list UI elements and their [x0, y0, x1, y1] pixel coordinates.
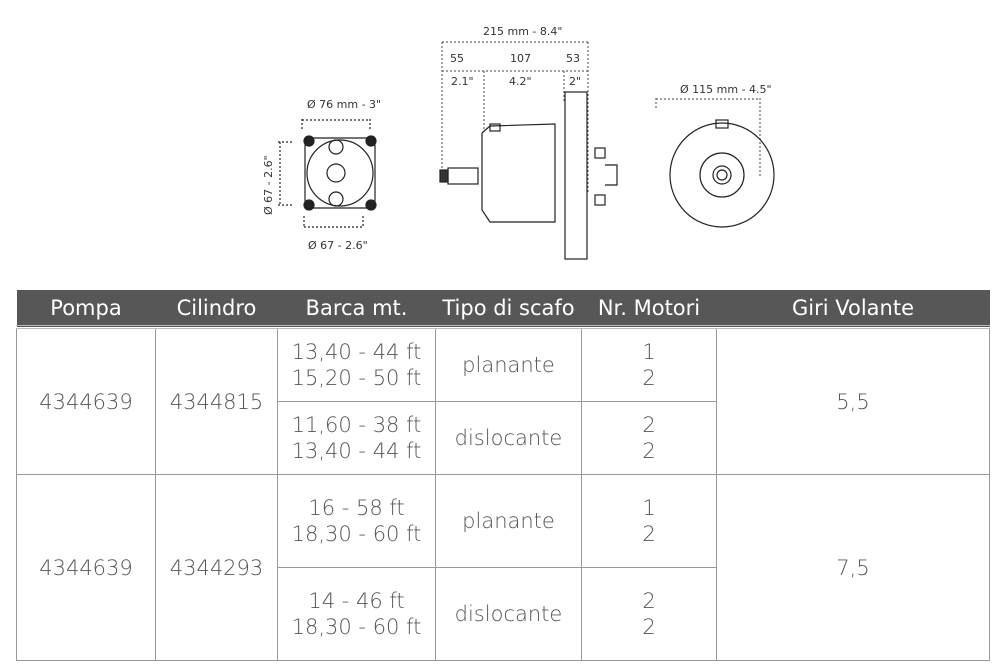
barca-value: 15,20 - 50 ft	[291, 366, 422, 390]
header-cilindro: Cilindro	[155, 290, 278, 329]
cilindro-cell: 4344293	[155, 474, 278, 661]
seg-in-1: 2.1"	[451, 75, 474, 88]
barca-value: 11,60 - 38 ft	[291, 413, 422, 437]
rear-diameter-label: Ø 115 mm - 4.5"	[680, 83, 772, 96]
tipo-cell: dislocante	[435, 401, 582, 475]
pompa-cell: 4344639	[16, 474, 156, 661]
header-pompa: Pompa	[16, 290, 156, 329]
motori-value: 1	[642, 496, 656, 520]
motori-value: 2	[642, 589, 656, 613]
rear-view	[655, 98, 775, 228]
header-motori: Nr. Motori	[581, 290, 717, 329]
motori-value: 2	[642, 522, 656, 546]
seg-mm-1: 55	[450, 52, 464, 65]
barca-value: 18,30 - 60 ft	[291, 615, 422, 639]
header-giri: Giri Volante	[716, 290, 990, 329]
giri-cell: 7,5	[716, 474, 990, 661]
seg-in-3: 2"	[569, 75, 581, 88]
seg-in-2: 4.2"	[509, 75, 532, 88]
front-width-label: Ø 76 mm - 3"	[307, 98, 381, 111]
specs-table: Pompa Cilindro Barca mt. Tipo di scafo N…	[16, 290, 990, 661]
barca-value: 14 - 46 ft	[308, 589, 405, 613]
barca-value: 13,40 - 44 ft	[291, 439, 422, 463]
motori-value: 1	[642, 340, 656, 364]
barca-value: 16 - 58 ft	[308, 496, 405, 520]
total-length-label: 215 mm - 8.4"	[483, 25, 562, 38]
seg-mm-2: 107	[510, 52, 531, 65]
cilindro-cell: 4344815	[155, 326, 278, 475]
barca-value: 13,40 - 44 ft	[291, 340, 422, 364]
front-bottom-label: Ø 67 - 2.6"	[308, 239, 368, 252]
side-view	[439, 41, 618, 260]
front-view	[278, 119, 377, 228]
tipo-cell: dislocante	[435, 567, 582, 661]
header-barca: Barca mt.	[277, 290, 436, 329]
giri-cell: 5,5	[716, 326, 990, 475]
tipo-cell: planante	[435, 474, 582, 568]
motori-value: 2	[642, 413, 656, 437]
header-tipo: Tipo di scafo	[435, 290, 582, 329]
motori-value: 2	[642, 439, 656, 463]
motori-value: 2	[642, 366, 656, 390]
tipo-cell: planante	[435, 326, 582, 402]
front-height-label: Ø 67 - 2.6"	[262, 155, 275, 215]
barca-value: 18,30 - 60 ft	[291, 522, 422, 546]
table-header: Pompa Cilindro Barca mt. Tipo di scafo N…	[16, 290, 990, 329]
seg-mm-3: 53	[566, 52, 580, 65]
pompa-cell: 4344639	[16, 326, 156, 475]
pump-dimension-diagram: Ø 76 mm - 3" Ø 67 - 2.6" Ø 67 - 2.6" 215…	[262, 25, 775, 260]
motori-value: 2	[642, 615, 656, 639]
